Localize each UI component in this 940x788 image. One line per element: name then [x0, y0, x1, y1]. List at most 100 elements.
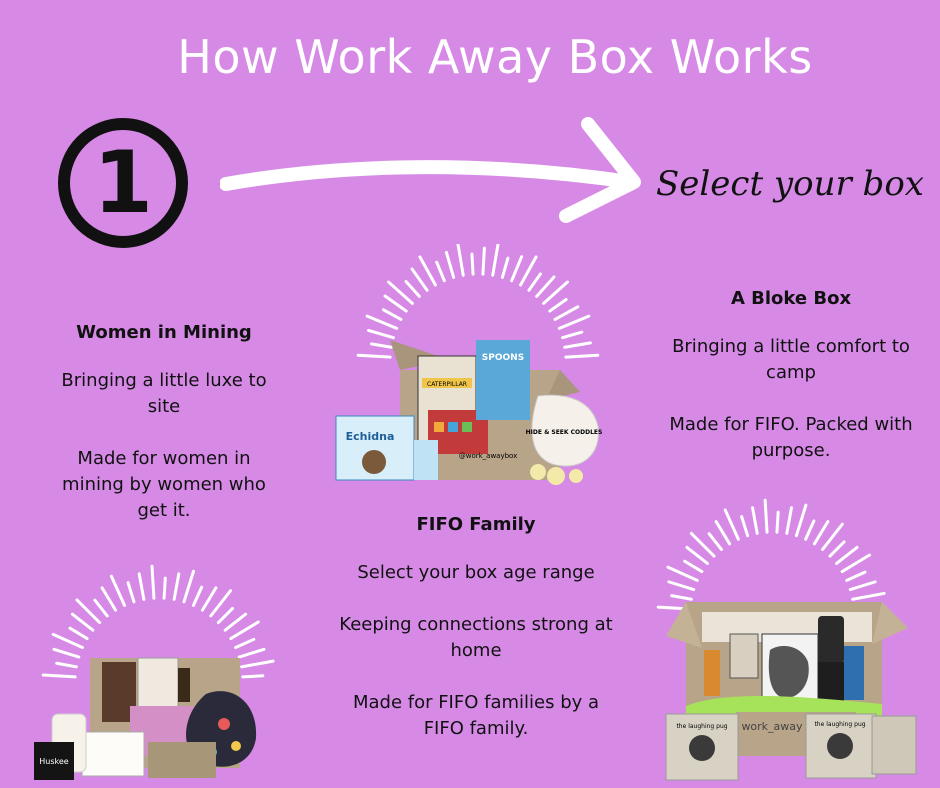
ray-stroke	[740, 515, 750, 538]
ray-stroke	[51, 632, 84, 650]
ray-stroke	[542, 280, 569, 305]
burst-rays-decoration	[356, 244, 600, 359]
ray-stroke	[794, 503, 808, 538]
family-box-photo: CATERPILLAR SPOONS Echidna @work_awaybox…	[335, 340, 603, 485]
ray-stroke	[481, 246, 486, 276]
ray-stroke	[689, 531, 716, 558]
ray-stroke	[70, 612, 95, 632]
bloke-box-label: work_away	[741, 720, 803, 733]
ray-stroke	[444, 250, 456, 279]
huskee-label: Huskee	[39, 757, 69, 766]
ray-stroke	[435, 260, 446, 283]
bloke-box-line: Bringing a little comfort to camp	[672, 336, 910, 383]
ray-stroke	[821, 522, 844, 551]
ray-stroke	[527, 272, 542, 292]
ray-stroke	[68, 626, 89, 641]
ray-stroke	[191, 585, 204, 607]
ray-stroke	[410, 267, 429, 292]
ray-stroke	[667, 580, 696, 592]
ray-stroke	[812, 520, 830, 546]
page-title: How Work Away Box Works	[177, 30, 813, 84]
ray-stroke	[723, 508, 740, 541]
ray-stroke	[548, 298, 568, 313]
ray-stroke	[751, 506, 759, 535]
ray-stroke	[234, 637, 256, 650]
ray-stroke	[685, 545, 709, 565]
ray-stroke	[182, 569, 196, 604]
bloke-box-photo: work_away the laughing pug the laughing …	[665, 602, 917, 781]
step-number-circle: 1	[58, 118, 188, 248]
ray-stroke	[500, 256, 510, 279]
ray-stroke	[828, 540, 846, 558]
family-box-label: @work_awaybox	[459, 452, 518, 460]
arrow-right-icon	[220, 117, 641, 223]
ray-stroke	[100, 586, 118, 612]
ray-stroke	[240, 659, 275, 669]
ray-stroke	[137, 572, 146, 601]
bloke-box-line: Made for FIFO. Packed with purpose.	[669, 414, 913, 461]
ray-stroke	[366, 328, 395, 340]
bloke-box-title: A Bloke Box	[730, 288, 852, 309]
ray-stroke	[229, 620, 260, 641]
ray-stroke	[564, 353, 600, 359]
ray-stroke	[200, 586, 218, 612]
pug-label: the laughing pug	[814, 721, 865, 728]
ray-stroke	[52, 647, 81, 659]
ray-stroke	[848, 580, 877, 592]
burst-rays-decoration	[656, 498, 886, 611]
ray-stroke	[150, 564, 156, 600]
coddles-label: HIDE & SEEK CODDLES	[526, 429, 603, 436]
ray-stroke	[510, 255, 524, 283]
ray-stroke	[456, 244, 465, 277]
ray-stroke	[370, 342, 393, 349]
women-box-line: Made for women in mining by women who ge…	[62, 448, 266, 521]
ray-stroke	[216, 606, 235, 625]
ray-stroke	[237, 647, 266, 659]
ray-stroke	[387, 280, 414, 305]
women-in-mining-panel: Women in Mining Bringing a little luxe t…	[48, 320, 280, 524]
burst-rays-decoration	[41, 564, 275, 679]
ray-stroke	[109, 574, 127, 607]
ray-stroke	[75, 598, 102, 625]
step-heading: Select your box	[656, 164, 924, 204]
ray-stroke	[470, 252, 475, 276]
ray-stroke	[563, 341, 592, 349]
ray-stroke	[775, 510, 780, 534]
ray-stroke	[126, 581, 136, 604]
caterpillar-label: CATERPILLAR	[427, 381, 467, 388]
ray-stroke	[683, 559, 704, 574]
ray-stroke	[535, 275, 556, 298]
ray-stroke	[491, 244, 500, 277]
women-box-photo: Huskee	[34, 657, 257, 780]
ray-stroke	[763, 498, 769, 534]
ray-stroke	[356, 353, 392, 359]
ray-stroke	[519, 255, 538, 287]
ray-stroke	[404, 279, 421, 298]
ray-stroke	[93, 598, 109, 618]
ray-stroke	[553, 305, 580, 321]
ray-stroke	[55, 661, 78, 669]
ray-stroke	[241, 674, 265, 679]
ray-stroke	[418, 255, 437, 287]
ray-stroke	[557, 314, 591, 330]
step-number: 1	[93, 133, 153, 233]
ray-stroke	[845, 570, 867, 582]
women-box-title: Women in Mining	[76, 322, 252, 343]
women-box-line: Bringing a little luxe to site	[61, 370, 267, 417]
ray-stroke	[804, 519, 816, 541]
ray-stroke	[835, 545, 859, 565]
ray-stroke	[209, 589, 233, 618]
ray-stroke	[381, 308, 403, 321]
fifo-family-panel: FIFO Family Select your box age range Ke…	[338, 512, 614, 742]
bloke-box-panel: A Bloke Box Bringing a little comfort to…	[660, 286, 922, 464]
ray-stroke	[666, 565, 699, 582]
family-box-line: Select your box age range	[357, 562, 595, 583]
ray-stroke	[707, 532, 723, 551]
ray-stroke	[840, 553, 872, 574]
ray-stroke	[383, 294, 408, 313]
family-box-line: Made for FIFO families by a FIFO family.	[352, 692, 600, 739]
ray-stroke	[223, 612, 248, 632]
ray-stroke	[162, 576, 167, 600]
ray-stroke	[714, 520, 732, 546]
ray-stroke	[785, 506, 793, 535]
